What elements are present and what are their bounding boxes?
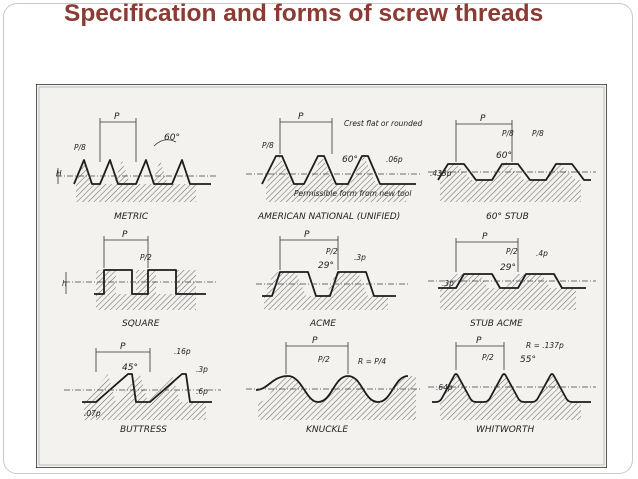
stub60-angle-label: 60° xyxy=(496,151,512,161)
square-caption: SQUARE xyxy=(122,319,160,329)
square-pitch-label: P xyxy=(122,230,128,240)
american-tool-label: Permissible form from new tool xyxy=(294,189,412,198)
whitworth-p2-label: P/2 xyxy=(482,353,494,362)
acme-angle-label: 29° xyxy=(318,261,334,271)
buttress-caption: BUTTRESS xyxy=(120,425,167,435)
american-p8-label: P/8 xyxy=(262,141,274,150)
american-caption: AMERICAN NATIONAL (UNIFIED) xyxy=(257,212,400,222)
stub60-caption: 60° STUB xyxy=(486,212,529,222)
stub60-433p-label: .433p xyxy=(430,169,452,178)
knuckle-p2-label: P/2 xyxy=(318,355,330,364)
knuckle-caption: KNUCKLE xyxy=(306,425,348,435)
metric-angle-label: 60° xyxy=(164,133,180,143)
stub60-p8b-label: P/8 xyxy=(532,129,544,138)
american-pitch-label: P xyxy=(298,112,304,122)
stub-acme-3p-label: .3p xyxy=(442,279,454,288)
buttress-07p-label: .07p xyxy=(84,409,101,418)
knuckle-thread: P P/2 R = P/4 KNUCKLE xyxy=(246,336,421,435)
acme-thread: P P/2 .3p 29° ACME xyxy=(256,230,408,329)
buttress-3p-label: .3p xyxy=(196,365,208,374)
american-national-thread: P P/8 Crest flat or rounded 60° .06p Per… xyxy=(246,112,423,222)
whitworth-radius-label: R = .137p xyxy=(526,341,564,350)
stub-acme-angle-label: 29° xyxy=(500,263,516,273)
buttress-pitch-label: P xyxy=(120,342,126,352)
buttress-16p-label: .16p xyxy=(174,347,191,356)
square-p2-label: P/2 xyxy=(140,253,152,262)
acme-caption: ACME xyxy=(309,319,336,329)
buttress-thread: P .16p 45° .3p .6p .07p BUTTRESS xyxy=(64,342,221,435)
knuckle-radius-label: R = P/4 xyxy=(358,357,386,366)
american-06p-label: .06p xyxy=(386,155,403,164)
stub60-p8a-label: P/8 xyxy=(502,129,514,138)
american-crest-label: Crest flat or rounded xyxy=(344,119,423,128)
buttress-angle-label: 45° xyxy=(122,363,138,373)
stub60-thread: P P/8 P/8 60° .433p 60° STUB xyxy=(428,114,596,222)
thread-forms-figure: P P/8 60° H METRIC P P/8 Crest flat or r… xyxy=(36,84,607,468)
whitworth-angle-label: 55° xyxy=(520,355,536,365)
buttress-6p-label: .6p xyxy=(196,387,208,396)
knuckle-pitch-label: P xyxy=(312,336,318,346)
acme-3p-label: .3p xyxy=(354,253,366,262)
square-thread: P P/2 h SQUARE xyxy=(62,230,216,329)
slide-title: Specification and forms of screw threads xyxy=(64,0,544,27)
whitworth-64p-label: .64p xyxy=(436,383,453,392)
metric-thread: P P/8 60° H METRIC xyxy=(56,112,216,222)
stub-acme-pitch-label: P xyxy=(482,232,488,242)
stub-acme-4p-label: .4p xyxy=(536,249,548,258)
metric-caption: METRIC xyxy=(114,212,149,222)
metric-pitch-label: P xyxy=(114,112,120,122)
stub-acme-p2-label: P/2 xyxy=(506,247,518,256)
whitworth-caption: WHITWORTH xyxy=(476,425,535,435)
stub60-pitch-label: P xyxy=(480,114,486,124)
whitworth-thread: P P/2 R = .137p 55° .64p WHITWORTH xyxy=(428,336,596,435)
acme-pitch-label: P xyxy=(304,230,310,240)
american-angle-label: 60° xyxy=(342,155,358,165)
svg-text:H: H xyxy=(56,169,62,178)
slide-frame xyxy=(3,3,633,474)
stub-acme-caption: STUB ACME xyxy=(470,319,523,329)
stub-acme-thread: P P/2 .4p 29° .3p STUB ACME xyxy=(428,232,596,329)
svg-text:h: h xyxy=(62,279,67,288)
whitworth-pitch-label: P xyxy=(476,336,482,346)
acme-p2-label: P/2 xyxy=(326,247,338,256)
metric-p8-label: P/8 xyxy=(74,143,86,152)
